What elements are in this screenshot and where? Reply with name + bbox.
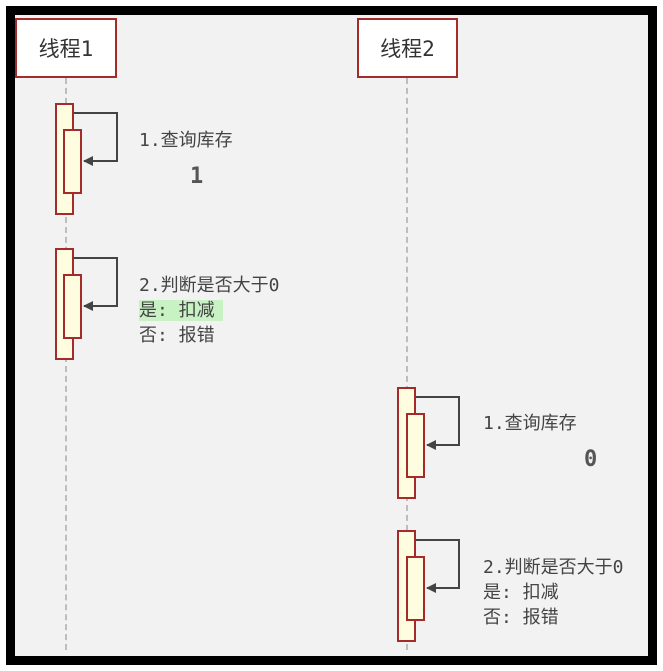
- lifeline-thread-2: [406, 78, 408, 650]
- message-check-stock: 2.判断是否大于0 是: 扣减 否: 报错: [483, 555, 624, 630]
- actor-thread-1: 线程1: [15, 18, 117, 78]
- self-call-arrow: [74, 257, 118, 311]
- message-query-stock: 1.查询库存: [483, 411, 577, 436]
- actor-label: 线程2: [380, 37, 435, 61]
- stock-value: 1: [190, 164, 204, 189]
- message-label: 1.查询库存: [139, 130, 233, 151]
- message-label: 1.查询库存: [483, 413, 577, 434]
- message-no-branch: 否: 报错: [139, 325, 215, 346]
- actor-label: 线程1: [38, 37, 94, 61]
- activation-inner: [406, 413, 425, 478]
- activation-inner: [63, 274, 82, 339]
- message-yes-branch: 是: 扣减: [483, 582, 559, 603]
- message-label: 2.判断是否大于0: [139, 275, 280, 296]
- lifeline-thread-1: [65, 78, 67, 650]
- message-check-stock: 2.判断是否大于0 是: 扣减 否: 报错: [139, 273, 280, 348]
- stock-value: 0: [584, 447, 598, 472]
- self-call-arrow: [416, 396, 460, 450]
- activation-inner: [406, 556, 425, 621]
- message-label: 2.判断是否大于0: [483, 557, 624, 578]
- self-call-arrow: [74, 112, 118, 166]
- message-no-branch: 否: 报错: [483, 607, 559, 628]
- actor-thread-2: 线程2: [357, 18, 458, 78]
- activation-inner: [63, 129, 82, 194]
- message-query-stock: 1.查询库存: [139, 128, 233, 153]
- diagram-frame: [6, 6, 657, 665]
- self-call-arrow: [416, 539, 460, 593]
- message-yes-branch: 是: 扣减: [139, 300, 223, 321]
